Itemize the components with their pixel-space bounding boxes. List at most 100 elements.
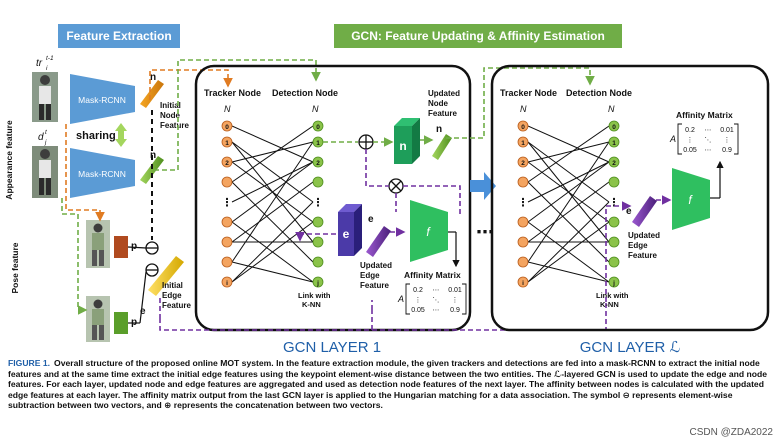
ellipsis-between-layers: ⋯ [476,222,494,242]
svg-text:Edge: Edge [162,291,182,300]
detection-node [312,236,324,248]
edge-to-next-layer [372,302,607,331]
svg-text:e: e [343,227,350,241]
layerL-matrix-A: A [669,134,676,144]
sharing-label: sharing [76,130,116,142]
matrix-cell: ⋮ [415,297,422,304]
matrix-bracket-right [734,123,739,155]
graph-edge [527,181,610,263]
tracker-node-label: 1 [521,140,525,147]
graph-edge [231,201,314,283]
green-dash-to-pose [61,198,88,315]
concat-to-product [365,149,389,187]
tracker-node-label: 0 [521,124,525,131]
matrix-bracket-left [677,123,682,155]
svg-text:Edge: Edge [360,271,380,280]
green-dash-arrow [154,59,321,171]
layer1-bipartite-edges [231,125,314,283]
layer1-matrix-A: A [397,294,404,304]
graph-edge [231,181,314,243]
graph-edge [527,161,610,223]
graph-edge [527,141,610,203]
updated-edge-feature-label: Updated Edge Feature [360,261,392,290]
layerL-tracker-node-header: Tracker Node [500,88,557,98]
detection-label: d t j [38,129,48,146]
graph-edge [527,141,610,263]
detection-node [608,136,620,148]
tracker-node-label: i [522,280,524,287]
gcn-layer-L-box [490,64,770,332]
appearance-feature-label: Appearance feature [4,120,14,200]
tracker-node-ellipsis: ⋮ [518,197,529,209]
layer-transition-arrow [470,172,496,200]
gcn-header [334,24,622,48]
svg-text:t-1: t-1 [46,55,54,62]
fs-affinity-box-layerL: f [672,168,710,230]
graph-edge [231,125,314,163]
detection-node-ellipsis: ⋮ [313,197,324,209]
detection-pose-image [86,296,110,342]
initial-node-feature-label: Initial Node Feature [160,101,189,130]
tracker-node-label: 2 [225,160,229,167]
matrix-cell: ⋯ [433,287,440,294]
initial-node-feature-bar-j [140,156,164,184]
gcn-layer-1-title: GCN LAYER 1 [283,339,381,356]
initial-node-feature-bar-i [140,80,164,108]
graph-edge [527,161,610,203]
detection-node-label: j [612,280,615,287]
matrix-bracket-left [405,283,410,315]
svg-text:Initial: Initial [160,101,181,110]
layerL-nj-label: N [608,104,615,114]
tracker-node-label: i [226,280,228,287]
graph-edge [527,261,610,283]
caption-text: Overall structure of the proposed online… [8,358,768,411]
figure-label: FIGURE 1. [8,358,51,368]
matrix-cell: ⋱ [433,297,440,304]
detection-node-label: 1 [316,140,320,147]
detection-node [312,216,324,228]
tracker-node [221,156,233,168]
gcn-title: GCN: Feature Updating & Affinity Estimat… [351,29,605,43]
detection-node-ellipsis: ⋮ [609,197,620,209]
matrix-cell: ⋮ [452,297,459,304]
graph-edge [231,161,314,223]
matrix-cell: ⋱ [705,137,712,144]
tracker-node [517,120,529,132]
tracker-node-label: 0 [225,124,229,131]
orange-dash-arrow [149,69,233,100]
svg-text:Updated: Updated [360,261,392,270]
layerL-bipartite-edges [527,125,610,283]
svg-text:Node: Node [160,111,181,120]
product-to-fs [403,185,461,214]
layer1-link-knn-label: Link with K-NN [298,291,333,309]
mask-rcnn-bottom [70,148,135,198]
matrix-bracket-right [462,283,467,315]
graph-edge [231,141,314,203]
detection-node [312,120,324,132]
svg-text:Feature: Feature [160,121,189,130]
watermark: CSDN @ZDA2022 [689,427,773,438]
updated-node-feature-bar [432,134,452,160]
tracker-node [517,176,529,188]
matrix-cell: 0.01 [448,287,462,294]
layer1-nj-label: N [312,104,319,114]
tracker-node [517,236,529,248]
detection-node [608,236,620,248]
graph-edge [231,181,314,263]
p-i-0-label: p [131,241,137,252]
layer1-affinity-matrix: 0.2⋯0.01⋮⋱⋮0.05⋯0.9 [405,283,467,315]
n-update-box: n [394,118,420,164]
svg-text:Feature: Feature [428,109,457,118]
tracker-node [517,136,529,148]
detection-node [312,176,324,188]
tracker-node [221,256,233,268]
orange-dash-to-pose [65,124,105,222]
eijL-label: e [626,206,632,217]
detection-node [608,216,620,228]
matrix-cell: ⋮ [724,137,731,144]
gcn-layer-L-title: GCN LAYER ℒ [580,339,681,356]
layerL-affinity-matrix: 0.2⋯0.01⋮⋱⋮0.05⋯0.9 [677,123,739,155]
tracker-pose-image [86,220,110,268]
